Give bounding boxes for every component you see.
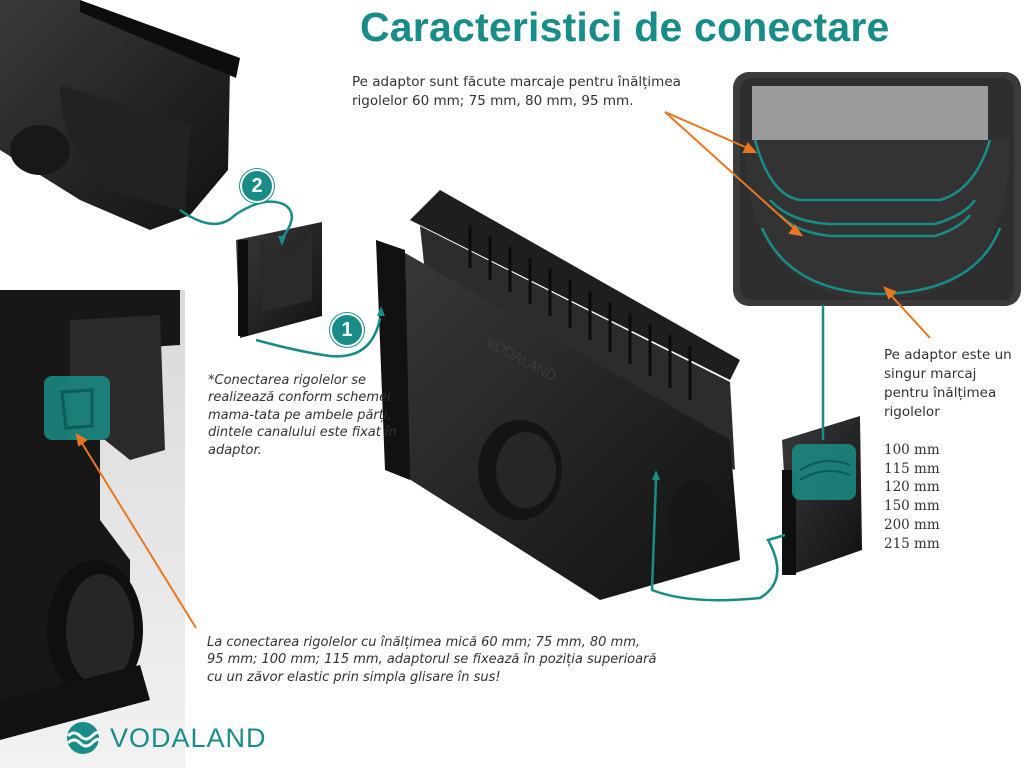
step-badge-2: 2	[240, 169, 274, 203]
note-low-height-fixing: La conectarea rigolelor cu înălțimea mic…	[207, 635, 657, 685]
adaptor-large	[782, 416, 862, 575]
height-value: 120 mm	[884, 479, 940, 496]
connector-lines	[179, 200, 825, 602]
brand-name: VODALAND	[110, 722, 267, 753]
adaptor-small	[236, 222, 322, 338]
channel-left-photo	[0, 290, 185, 768]
note-markings-small: Pe adaptor sunt făcute marcaje pentru în…	[352, 74, 681, 109]
height-value: 215 mm	[884, 535, 940, 552]
channel-center: VODALAND	[376, 190, 740, 600]
channel-top-left	[0, 0, 240, 230]
callout-arrows	[75, 111, 931, 629]
height-value: 100 mm	[884, 442, 940, 458]
page-title: Caracteristici de conectare	[360, 4, 890, 50]
note-connection-scheme: *Conectarea rigolelor se realizează conf…	[208, 373, 397, 458]
height-value: 150 mm	[884, 498, 940, 515]
height-values-list: 100 mm 115 mm 120 mm 150 mm 200 mm 215 m…	[884, 441, 1019, 553]
connector-arrowheads	[278, 236, 660, 480]
height-value: 200 mm	[884, 516, 940, 533]
wave-logo-icon	[66, 722, 102, 754]
note-markings-large: Pe adaptor este un singur marcaj pentru …	[884, 347, 1012, 420]
brand-logo: VODALAND	[64, 718, 267, 758]
zoom-inset	[733, 72, 1021, 306]
height-value: 115 mm	[884, 460, 940, 477]
step-badge-1: 1	[330, 313, 364, 347]
